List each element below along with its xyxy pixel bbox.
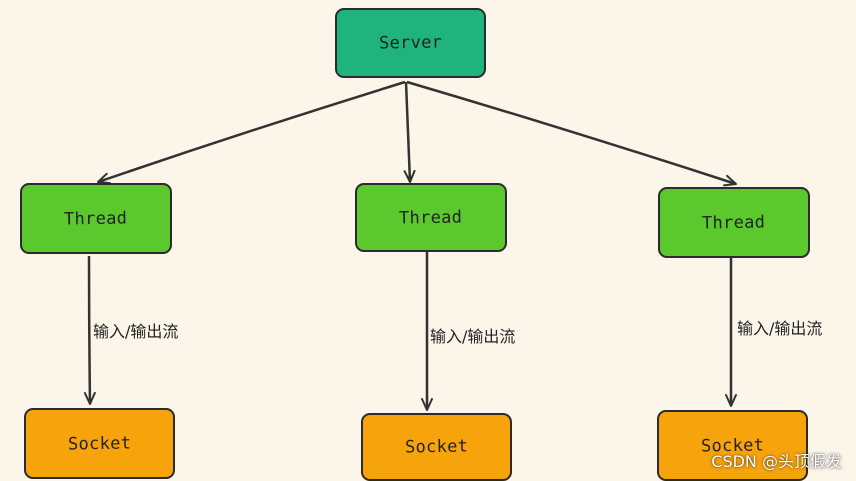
- io-stream-label-2: 输入/输出流: [430, 327, 516, 346]
- server-node: Server: [335, 8, 486, 78]
- thread-label: Thread: [399, 206, 463, 229]
- io-stream-label-3: 输入/输出流: [737, 319, 823, 338]
- thread-label: Thread: [702, 211, 766, 234]
- thread-node-3: Thread: [658, 187, 810, 258]
- socket-node-2: Socket: [361, 413, 512, 481]
- socket-label: Socket: [67, 432, 132, 455]
- arrow-server-to-thread-1: [97, 80, 406, 185]
- thread-node-1: Thread: [20, 183, 172, 254]
- arrow-server-to-thread-3: [406, 80, 737, 187]
- thread-label: Thread: [64, 207, 128, 230]
- socket-label: Socket: [404, 436, 469, 458]
- arrow-server-to-thread-2: [403, 81, 416, 183]
- arrow-thread-1-to-socket-1: [83, 255, 96, 405]
- csdn-watermark: CSDN @头顶假发: [711, 452, 842, 471]
- socket-node-1: Socket: [24, 408, 175, 479]
- server-label: Server: [378, 32, 443, 54]
- thread-node-2: Thread: [355, 183, 507, 252]
- io-stream-label-1: 输入/输出流: [93, 322, 179, 341]
